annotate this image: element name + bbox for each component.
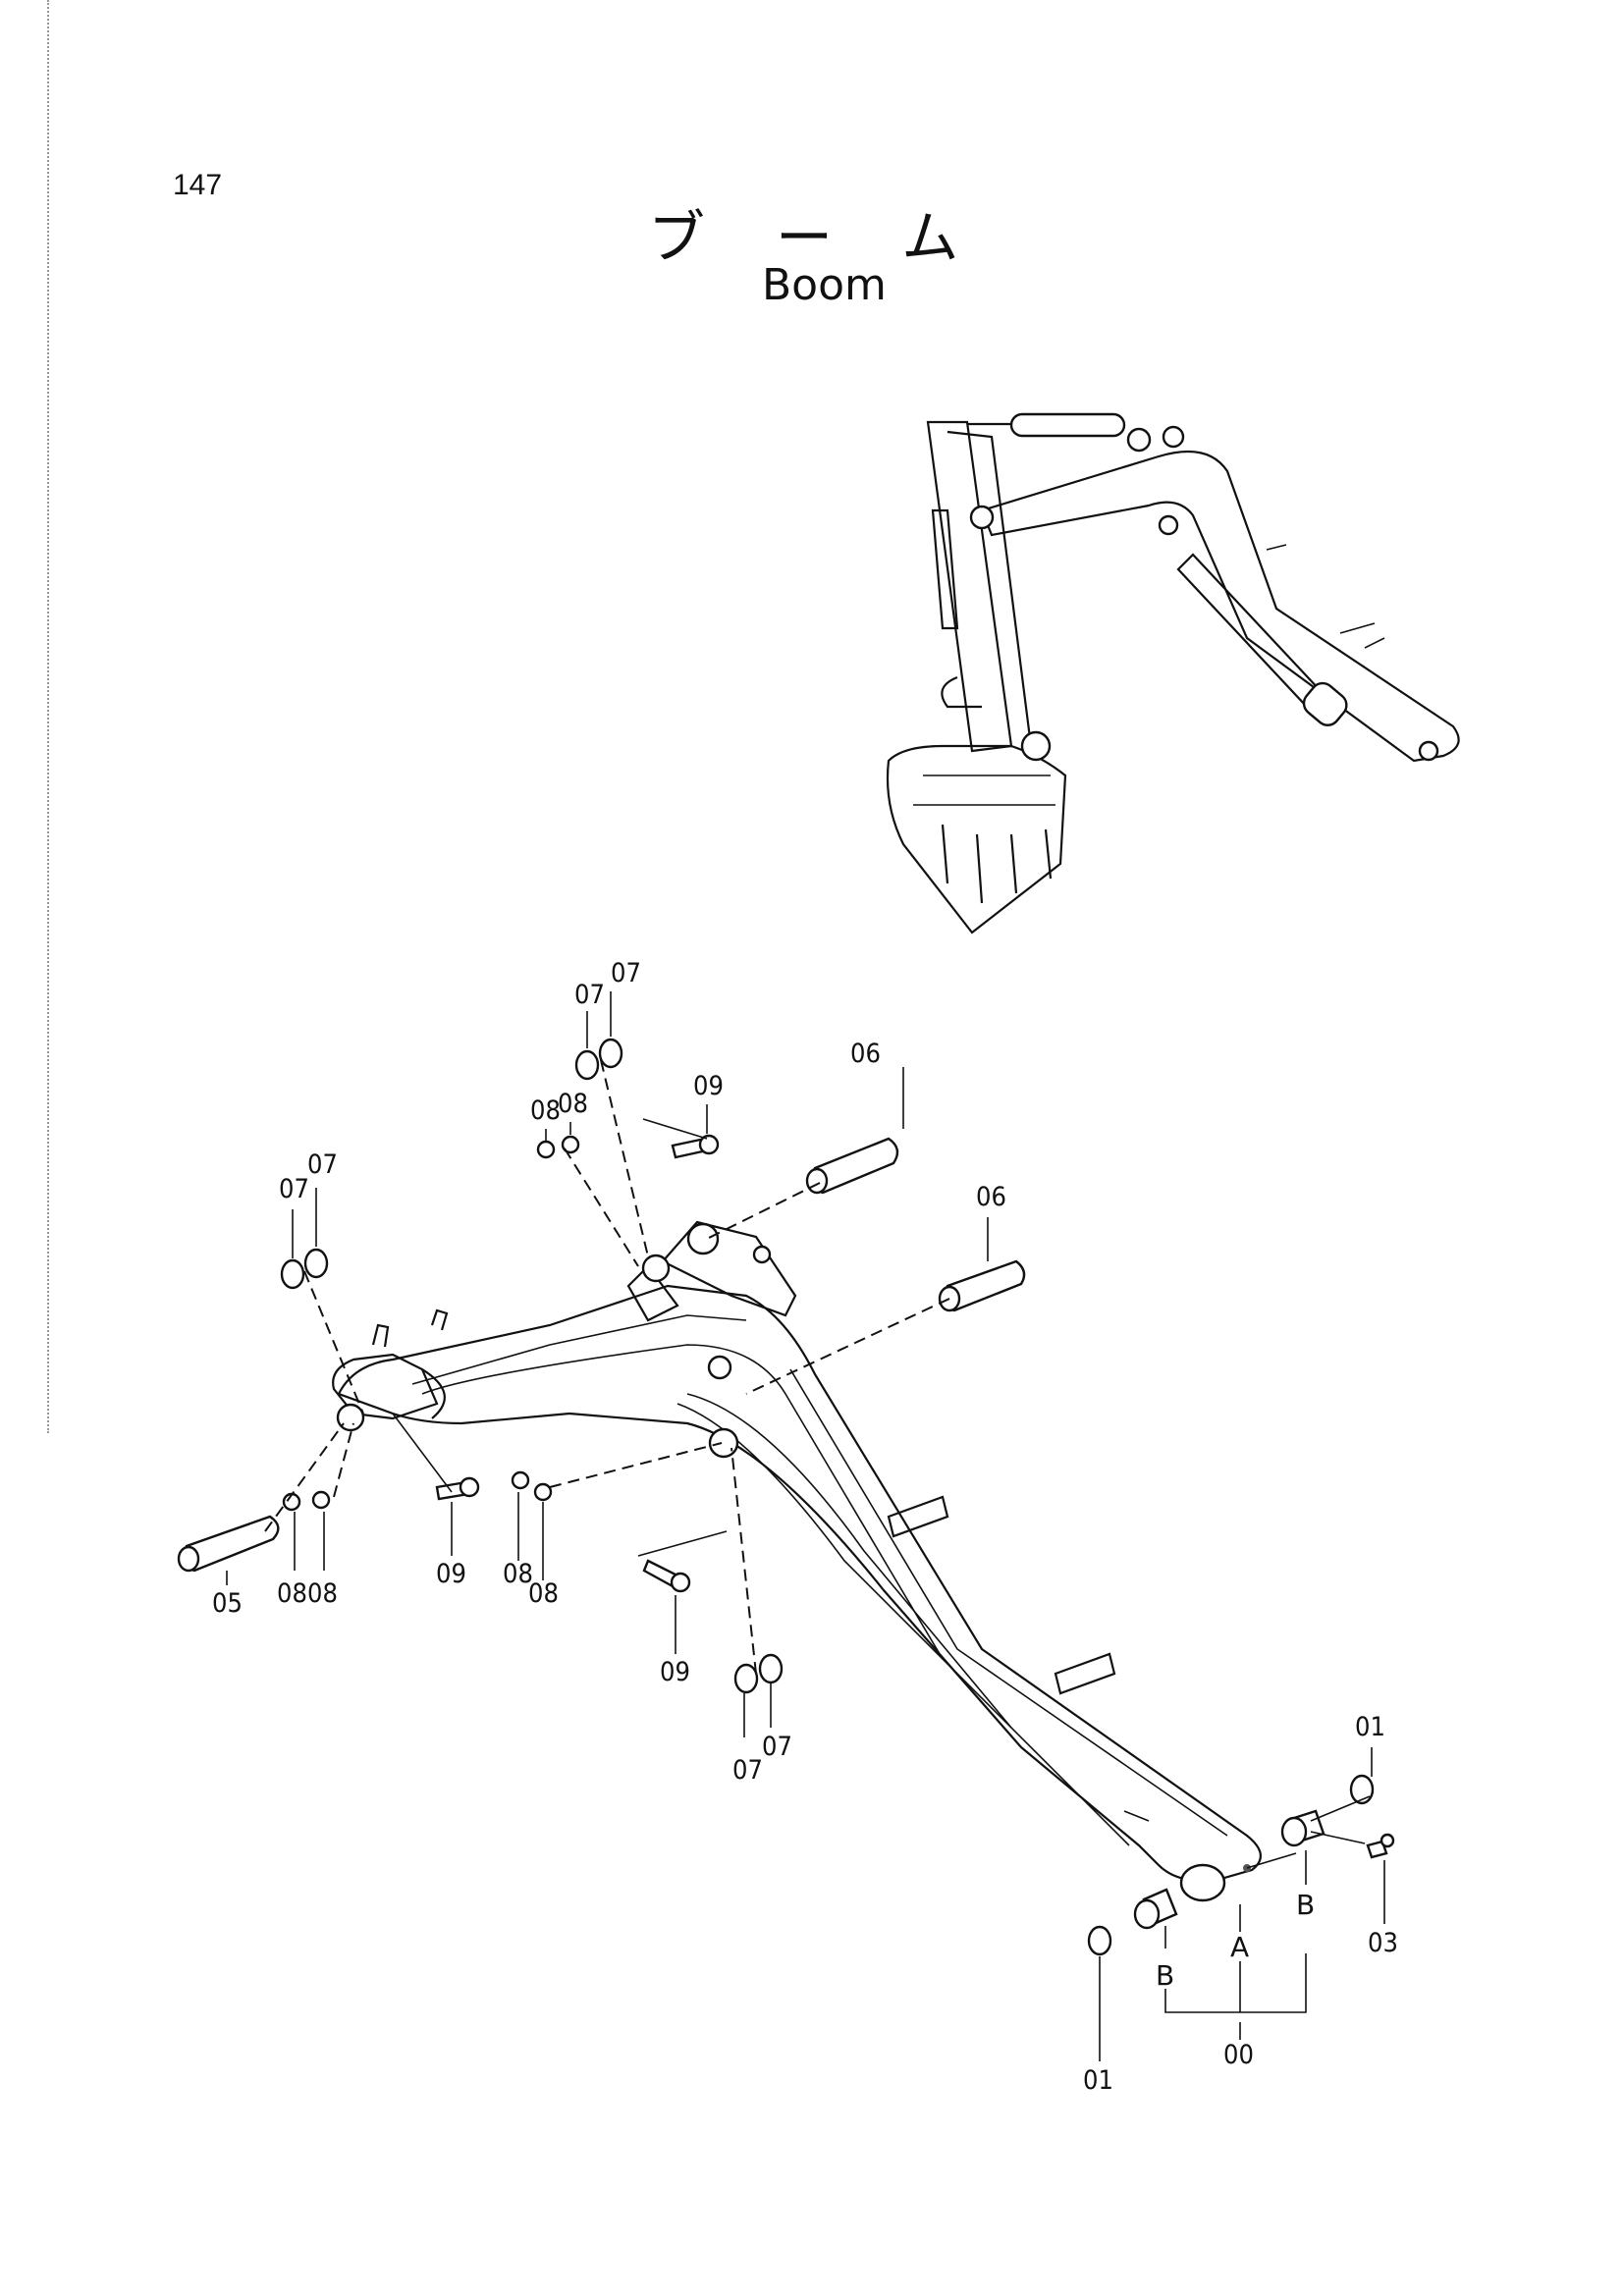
pin-05 (177, 1515, 280, 1573)
bolts-09 (435, 1134, 720, 1593)
callout-07: 07 (611, 958, 641, 988)
callout-09: 09 (660, 1657, 690, 1687)
callout-08: 08 (530, 1095, 561, 1126)
callout-07: 07 (732, 1755, 763, 1786)
boom-main-drawing (332, 1220, 1262, 1902)
callout-06: 06 (976, 1182, 1006, 1212)
page-title-japanese: ブーム (648, 204, 1030, 271)
callout-08: 08 (277, 1578, 307, 1609)
callout-07: 07 (307, 1149, 338, 1180)
mark-a: A (1230, 1931, 1249, 1963)
overview-illustration (886, 412, 1460, 934)
callout-00: 00 (1223, 2040, 1254, 2070)
callout-06: 06 (850, 1039, 881, 1069)
mark-b: B (1156, 1959, 1174, 1992)
callout-08: 08 (558, 1089, 588, 1119)
nuts-08 (282, 1135, 580, 1512)
callout-09: 09 (436, 1559, 466, 1589)
callout-09: 09 (693, 1071, 724, 1101)
callout-05: 05 (212, 1588, 243, 1619)
callout-labels: 07 07 09 06 08 08 07 07 06 05 08 08 09 0… (212, 958, 1398, 2096)
callout-07: 07 (574, 980, 605, 1010)
washers-07 (280, 1038, 784, 1694)
callout-01: 01 (1355, 1712, 1385, 1742)
callout-08: 08 (528, 1578, 559, 1609)
page-title-english: Boom (762, 260, 887, 310)
pin-06-upper (805, 1137, 899, 1195)
callout-07: 07 (762, 1732, 792, 1762)
callout-08: 08 (307, 1578, 338, 1609)
callout-03: 03 (1368, 1928, 1398, 1958)
callout-07: 07 (279, 1174, 309, 1204)
page-edge-margin (47, 0, 49, 1433)
mark-b: B (1296, 1889, 1315, 1921)
pin-06-lower (938, 1259, 1026, 1312)
callout-01: 01 (1083, 2065, 1113, 2096)
page-number: 147 (173, 169, 223, 201)
bushings-seals (1087, 1774, 1395, 1956)
callout-08: 08 (503, 1559, 533, 1589)
leader-lines (226, 991, 1385, 2061)
